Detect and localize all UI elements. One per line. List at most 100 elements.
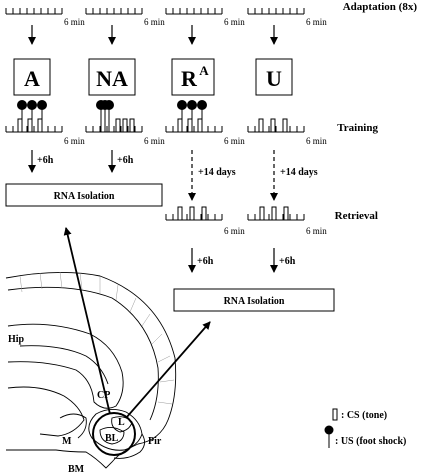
piriform-cortex: [113, 433, 145, 459]
cs-tone-icon: [122, 118, 128, 133]
cs-tone-icon: [177, 118, 183, 133]
us-shock-icon: [104, 100, 114, 110]
brain-label-cp: CP: [97, 390, 110, 401]
brain-label-bm: BM: [68, 464, 85, 475]
delay-label-u-retrieval: +6h: [279, 256, 296, 267]
cs-tone-icon: [27, 118, 33, 133]
brain-label-pir: Pir: [148, 436, 162, 447]
legend: : CS (tone) : US (foot shock): [324, 408, 406, 448]
training-timeline-r: [165, 100, 223, 133]
adaptation-duration-a: 6 min: [64, 17, 85, 27]
cs-tone-icon: [177, 206, 183, 221]
retrieval-timeline-r: [165, 206, 223, 221]
training-duration-a: 6 min: [64, 136, 85, 146]
group-label-u: U: [266, 66, 282, 91]
brain-section-drawing: [5, 271, 177, 469]
us-shock-icon: [177, 100, 187, 110]
dissection-arrows: [63, 227, 211, 419]
us-shock-icon: [197, 100, 207, 110]
delay-label-r-retrieval: +6h: [197, 256, 214, 267]
retrieval-duration-u: 6 min: [306, 226, 327, 236]
cs-tone-icon: [197, 118, 203, 133]
rna-isolation-label-top: RNA Isolation: [54, 191, 115, 202]
group-box-r: [171, 58, 215, 96]
rna-isolation-box-bottom: [173, 288, 335, 312]
amygdala-highlight-circle: [92, 412, 136, 456]
cs-tone-icon: [129, 118, 135, 133]
brain-label-bl: BL: [105, 433, 119, 444]
hippocampus-outline: [7, 323, 124, 409]
cortex-inner-boundary: [7, 286, 159, 421]
adaptation-timelines: [5, 8, 305, 15]
adaptation-duration-na: 6 min: [144, 17, 165, 27]
training-timeline-u: [247, 118, 305, 133]
cs-tone-icon: [282, 118, 288, 133]
plus-14-days-arrows: [188, 150, 278, 201]
brain-label-hip: Hip: [8, 334, 25, 345]
cortex-guide-lines: [19, 271, 175, 405]
rna-isolation-box-top: [5, 183, 163, 207]
group-box-a: [13, 58, 51, 96]
adaptation-duration-r: 6 min: [224, 17, 245, 27]
delay-label-u: +14 days: [280, 167, 318, 178]
adaptation-timeline-na: [85, 8, 143, 15]
us-shock-legend-icon: [324, 425, 334, 435]
cs-tone-icon: [187, 118, 193, 133]
cs-tone-icon: [17, 118, 23, 133]
training-timelines: [5, 100, 305, 133]
group-label-r-superscript: A: [199, 63, 209, 78]
group-label-r: R: [181, 66, 198, 91]
delay-label-a: +6h: [37, 155, 54, 166]
amygdala-l-nucleus: [111, 416, 133, 433]
brain-label-l: L: [118, 417, 125, 428]
adaptation-duration-u: 6 min: [306, 17, 327, 27]
retrieval-timeline-u: [247, 206, 305, 221]
adaptation-label: Adaptation (8x): [343, 1, 418, 13]
group-box-na: [88, 58, 136, 96]
retrieval-label: Retrieval: [335, 210, 378, 222]
cs-tone-icon: [283, 206, 289, 221]
retrieval-timelines: [165, 206, 305, 221]
us-shock-icon: [17, 100, 27, 110]
plus-6h-arrows-top: [28, 150, 116, 173]
hippocampus-inner: [19, 345, 109, 385]
cs-tone-icon: [270, 118, 276, 133]
us-shock-icon: [37, 100, 47, 110]
us-shock-icon: [27, 100, 37, 110]
cs-tone-icon: [271, 206, 277, 221]
cs-tone-icon: [201, 206, 207, 221]
legend-us-label: : US (foot shock): [335, 436, 406, 447]
training-duration-u: 6 min: [306, 136, 327, 146]
retrieval-duration-r: 6 min: [224, 226, 245, 236]
brain-label-m: M: [62, 436, 72, 447]
adaptation-timeline-u: [247, 8, 305, 15]
cs-tone-legend-icon: [332, 408, 338, 421]
internal-capsule: [59, 413, 87, 439]
group-label-na: NA: [96, 66, 128, 91]
amygdala-bl-nucleus: [99, 427, 125, 445]
amygdala-region: [88, 409, 143, 451]
ventricle-curve: [7, 386, 85, 437]
training-label: Training: [337, 122, 378, 134]
training-timeline-a: [5, 100, 63, 133]
cs-tone-icon: [37, 118, 43, 133]
cs-tone-icon: [258, 118, 264, 133]
brain-outline: [5, 272, 177, 469]
plus-6h-arrows-bottom: [188, 248, 278, 273]
delay-label-na: +6h: [117, 155, 134, 166]
cs-tone-icon: [189, 206, 195, 221]
adaptation-timeline-a: [5, 8, 63, 15]
training-duration-na: 6 min: [144, 136, 165, 146]
group-arrows: [28, 25, 278, 45]
adaptation-timeline-r: [165, 8, 223, 15]
cs-tone-icon: [115, 118, 121, 133]
delay-label-r: +14 days: [198, 167, 236, 178]
training-timeline-na: [85, 100, 143, 133]
training-duration-r: 6 min: [224, 136, 245, 146]
legend-cs-label: : CS (tone): [341, 410, 387, 421]
group-label-a: A: [24, 66, 40, 91]
cs-tone-icon: [259, 206, 265, 221]
group-box-u: [255, 58, 293, 96]
rna-isolation-label-bottom: RNA Isolation: [224, 296, 285, 307]
us-shock-icon: [187, 100, 197, 110]
